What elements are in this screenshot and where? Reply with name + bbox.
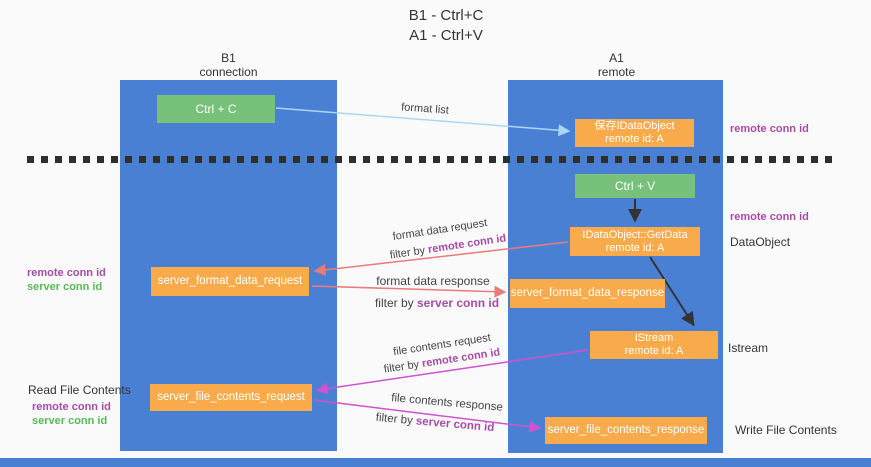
istream-side-label: Istream (728, 341, 769, 355)
getdata-label: IDataObject::GetData (582, 228, 688, 241)
title-line-2: A1 - Ctrl+V (409, 27, 483, 44)
read-file-contents-label: Read File Contents (28, 383, 131, 397)
ctrl-c-label: Ctrl + C (195, 101, 237, 116)
remote-conn-id-label-mid-left: remote conn id (27, 267, 106, 279)
server-file-contents-response-box: server_file_contents_response (545, 417, 707, 444)
server-file-contents-request-label: server_file_contents_request (157, 391, 305, 403)
lane-a1-name: A1 (609, 51, 624, 65)
format-data-response-filter-label: filter by server conn id (375, 296, 499, 310)
lane-b1-name: B1 (221, 51, 236, 65)
istream-label: IStream (634, 332, 674, 344)
format-list-label: format list (400, 101, 450, 117)
ctrl-c-box: Ctrl + C (157, 95, 275, 123)
ctrl-v-box: Ctrl + V (575, 174, 695, 198)
idataobject-getdata-box: IDataObject::GetData remote id: A (570, 227, 700, 256)
lane-header-b1: B1 connection (160, 51, 297, 79)
server-conn-id-text: server conn id (415, 415, 495, 435)
server-conn-id-text: server conn id (417, 296, 500, 310)
phase-divider-dashed-line (27, 156, 833, 163)
format-data-response-label: format data response (376, 274, 490, 288)
server-format-data-response-box: server_format_data_response (510, 279, 665, 308)
server-file-contents-response-label: server_file_contents_response (547, 424, 705, 436)
filter-by-text: filter by (389, 244, 426, 262)
server-format-data-response-label: server_format_data_response (510, 287, 665, 299)
save-idataobject-box: 保存IDataObject remote id: A (575, 119, 694, 147)
bottom-blue-strip (0, 458, 871, 467)
file-contents-response-filter-label: filter by server conn id (375, 412, 494, 434)
server-conn-id-label-mid-left: server conn id (27, 281, 103, 293)
istream-remote-id: remote id: A (624, 345, 684, 357)
remote-conn-id-label-mid-right: remote conn id (730, 211, 809, 223)
diagram-title: B1 - Ctrl+C A1 - Ctrl+V (346, 6, 546, 46)
lane-b1-subtitle: connection (199, 65, 258, 79)
server-file-contents-request-box: server_file_contents_request (150, 384, 312, 411)
filter-by-text: filter by (374, 296, 414, 310)
title-line-1: B1 - Ctrl+C (408, 7, 484, 24)
save-idataobject-label: 保存IDataObject (594, 120, 675, 132)
ctrl-v-label: Ctrl + V (614, 178, 656, 193)
server-format-data-request-box: server_format_data_request (151, 267, 309, 296)
server-format-data-request-label: server_format_data_request (157, 275, 303, 287)
file-contents-response-label: file contents response (390, 392, 504, 414)
dataobject-label: DataObject (730, 235, 791, 249)
filter-by-text: filter by (383, 358, 420, 376)
save-idataobject-remote-id: remote id: A (605, 133, 664, 145)
filter-by-text: filter by (375, 411, 414, 428)
istream-box: IStream remote id: A (590, 331, 718, 359)
getdata-remote-id: remote id: A (605, 241, 665, 254)
write-file-contents-label: Write File Contents (735, 423, 837, 437)
lane-a1-subtitle: remote (597, 65, 636, 79)
remote-conn-id-label-bottom-left: remote conn id (32, 401, 111, 413)
remote-conn-id-label-top-right: remote conn id (730, 123, 809, 135)
lane-header-a1: A1 remote (548, 51, 685, 79)
server-conn-id-label-bottom-left: server conn id (32, 415, 108, 427)
